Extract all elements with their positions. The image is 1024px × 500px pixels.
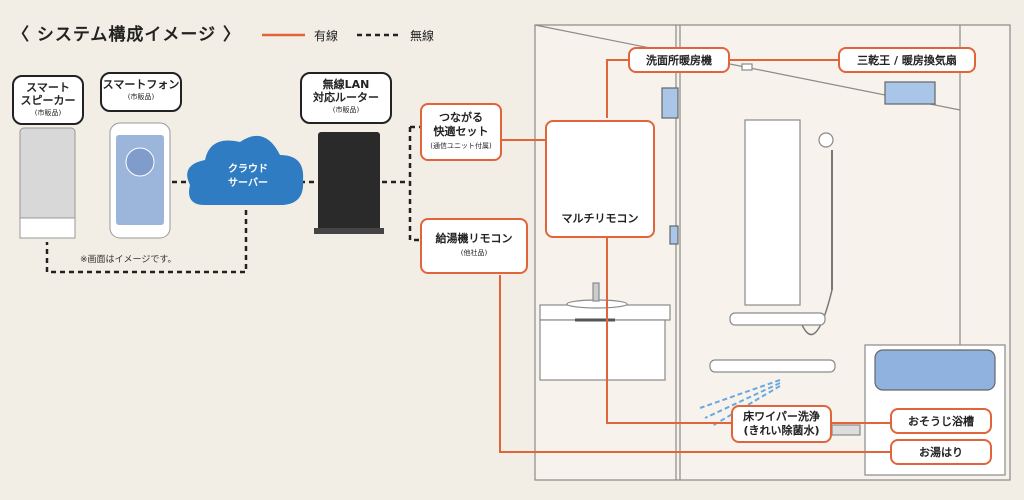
smart-speaker-note: (市販品) [34, 109, 62, 118]
smartphone-label: スマートフォン [102, 78, 180, 91]
legend-wired-label: 有線 [314, 29, 339, 43]
cloud-icon [187, 135, 304, 205]
floor-wiper-tag: 床ワイパー洗浄 (きれい除菌水) [731, 405, 832, 443]
fill-bath-tag: お湯はり [890, 439, 992, 465]
smartphone-tag: スマートフォン (市販品) [100, 72, 182, 112]
water-heater-remote-note: (他社品) [460, 248, 488, 257]
wireless-lines [45, 125, 420, 274]
water-heater-remote-label: 給湯機リモコン [435, 232, 513, 245]
image-note: ※画面はイメージです。 [80, 255, 177, 265]
heater-tag: 洗面所暖房機 [628, 47, 730, 73]
router-note: (市販品) [332, 106, 360, 115]
page-title: 〈 システム構成イメージ 〉 [12, 25, 241, 45]
smartphone-icon [109, 122, 171, 239]
tub-clean-tag: おそうじ浴槽 [890, 408, 992, 434]
multi-remote-label: マルチリモコン [561, 212, 639, 225]
bathroom-illustration [534, 24, 1011, 481]
connect-set-label: つながる 快適セット [433, 111, 489, 138]
dryer-tag: 三乾王 / 暖房換気扇 [838, 47, 976, 73]
connect-set-tag: つながる 快適セット (通信ユニット付属) [420, 103, 502, 161]
legend-wireless-label: 無線 [410, 29, 435, 43]
router-tag: 無線LAN 対応ルーター (市販品) [300, 72, 392, 124]
router-icon [314, 132, 384, 234]
smart-speaker-tag: スマート スピーカー (市販品) [12, 75, 84, 125]
smart-speaker-icon [19, 127, 76, 239]
multi-remote-panel: マルチリモコン [545, 120, 655, 238]
smart-speaker-label: スマート スピーカー [20, 81, 76, 108]
water-heater-remote-tag: 給湯機リモコン (他社品) [420, 218, 528, 274]
cloud-label: クラウド サーバー [228, 164, 268, 189]
wired-lines [499, 59, 890, 453]
router-label: 無線LAN 対応ルーター [313, 78, 379, 105]
smartphone-note: (市販品) [127, 93, 155, 102]
connect-set-note: (通信ユニット付属) [430, 141, 492, 150]
